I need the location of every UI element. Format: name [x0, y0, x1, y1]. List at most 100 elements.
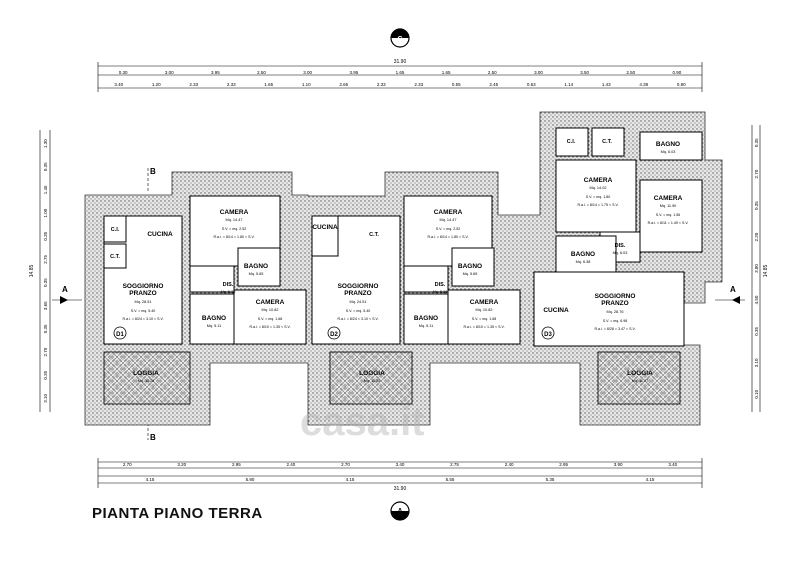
room-area: Mq. 11.25 — [364, 379, 381, 383]
dim-label: 2.75 — [43, 255, 48, 264]
dim-label: 1.10 — [302, 82, 311, 87]
room-area: Mq. 5.36 — [221, 290, 236, 294]
svg-text:A: A — [730, 285, 736, 294]
dim-label: 1.43 — [602, 82, 611, 87]
dim-label: 2.33 — [414, 82, 423, 87]
compass-top-label: C — [397, 36, 402, 43]
room-c-i-label: C.I. — [111, 227, 120, 233]
dim-label: 0.63 — [527, 82, 536, 87]
room-sv: S.V. = mq. 6.98 — [603, 319, 628, 323]
plan-title: PIANTA PIANO TERRA — [92, 505, 263, 522]
svg-text:D3: D3 — [544, 332, 552, 338]
dim-label: 2.20 — [754, 232, 759, 241]
dim-label: 3.00 — [534, 70, 543, 75]
room-soggiorno-pranzo-label: SOGGIORNO — [123, 283, 164, 290]
compass-bottom: A — [390, 501, 410, 521]
room-soggiorno-pranzo-label: PRANZO — [344, 290, 371, 297]
room-sv: S.V. = mq. 2.52 — [222, 227, 247, 231]
dim-label: 1.65 — [264, 82, 273, 87]
room-rai: R.a.i. = 8/24 = 3.10 < S.V. — [337, 317, 378, 321]
room-rai: R.a.i. = 8/10 = 1.35 < S.V. — [249, 325, 290, 329]
room-area: Mq. 28.76 — [607, 310, 624, 314]
dim-label: 5.90 — [246, 477, 255, 482]
room-area: Mq. 10.82 — [262, 308, 279, 312]
dim-label: 0.90 — [677, 82, 686, 87]
room-camera-label: CAMERA — [584, 177, 613, 184]
dim-label: 3.40 — [114, 82, 123, 87]
room-sv: S.V. = mq. 5.40 — [346, 309, 371, 313]
room-c-t-label: C.T. — [602, 139, 612, 145]
room-area: Mq. 24.51 — [350, 300, 367, 304]
room-area: Mq. 6.38 — [576, 260, 591, 264]
room-dis-label: DIS. — [223, 282, 234, 288]
dim-label: 0.10 — [754, 389, 759, 398]
room-area: Mq. 5.11 — [207, 324, 222, 328]
total-height-left: 14.85 — [29, 265, 35, 278]
room-c-t-label: C.T. — [110, 254, 120, 260]
room-area: Mq. 5.65 — [463, 272, 478, 276]
room-camera-label: CAMERA — [654, 195, 683, 202]
dim-label: 1.30 — [43, 139, 48, 148]
dim-label: 3.95 — [211, 70, 220, 75]
dim-label: 5.35 — [546, 477, 555, 482]
dim-label: 2.50 — [257, 70, 266, 75]
room-bagno-label: BAGNO — [656, 141, 680, 148]
dim-label: 2.95 — [232, 462, 241, 467]
room-loggia-label: LOGGIA — [627, 370, 653, 377]
svg-text:B: B — [150, 433, 156, 442]
dim-label: 2.70 — [341, 462, 350, 467]
room-area: Mq. 14.47 — [226, 218, 243, 222]
dim-label: 0.35 — [43, 278, 48, 287]
room-sv: S.V. = mq. 1.68 — [472, 317, 497, 321]
svg-text:D1: D1 — [116, 332, 124, 338]
dim-label: 3.50 — [580, 70, 589, 75]
room-area: Mq. 28.51 — [135, 300, 152, 304]
dim-label: 4.15 — [346, 477, 355, 482]
room-soggiorno-pranzo-label: PRANZO — [129, 290, 156, 297]
room-bagno-label: BAGNO — [414, 315, 438, 322]
room-rai: R.a.i. = 8/24 = 3.10 < S.V. — [122, 317, 163, 321]
compass-top: C — [390, 28, 410, 48]
room-rai: R.a.i. = 8/11 = 1.49 < S.V. — [648, 221, 689, 225]
dim-label: 1.00 — [43, 208, 48, 217]
svg-text:B: B — [150, 167, 156, 176]
dim-label: 0.35 — [43, 162, 48, 171]
overall-width-top: 31.90 — [394, 59, 407, 65]
dim-label: 0.35 — [754, 201, 759, 210]
dim-label: 2.65 — [339, 82, 348, 87]
dim-label: 4.15 — [146, 477, 155, 482]
dim-label: 1.65 — [442, 70, 451, 75]
dim-label: 2.33 — [377, 82, 386, 87]
dim-label: 0.35 — [754, 138, 759, 147]
room-sv: S.V. = mq. 1.80 — [586, 195, 611, 199]
dim-label: 4.50 — [754, 295, 759, 304]
left-dimensions — [39, 130, 51, 412]
dim-label: 2.50 — [626, 70, 635, 75]
section-mark-a-left: A — [52, 285, 82, 304]
interior-floor — [103, 127, 703, 347]
apartment-badges: D1 D2 D3 — [113, 326, 555, 340]
room-soggiorno-pranzo-label: PRANZO — [601, 300, 628, 307]
room-soggiorno-pranzo-label: SOGGIORNO — [595, 293, 636, 300]
dim-label: 2.70 — [123, 462, 132, 467]
svg-text:D2: D2 — [330, 332, 338, 338]
dim-label: 4.15 — [646, 477, 655, 482]
svg-text:A: A — [62, 285, 68, 294]
room-soggiorno-pranzo-label: SOGGIORNO — [338, 283, 379, 290]
room-sv: S.V. = mq. 5.40 — [131, 309, 156, 313]
room-c-t-label: C.T. — [369, 232, 379, 238]
dim-label: 0.35 — [43, 324, 48, 333]
room-camera-label: CAMERA — [220, 209, 249, 216]
dim-label: 2.95 — [559, 462, 568, 467]
dim-label: 1.20 — [152, 82, 161, 87]
room-bagno-label: BAGNO — [244, 263, 268, 270]
dim-label: 0.90 — [673, 70, 682, 75]
overall-width-bottom: 31.90 — [394, 486, 407, 492]
dim-label: 4.38 — [639, 82, 648, 87]
dim-label: 2.40 — [505, 462, 514, 467]
dim-label: 2.40 — [287, 462, 296, 467]
room-sv: S.V. = mq. 1.56 — [656, 213, 681, 217]
